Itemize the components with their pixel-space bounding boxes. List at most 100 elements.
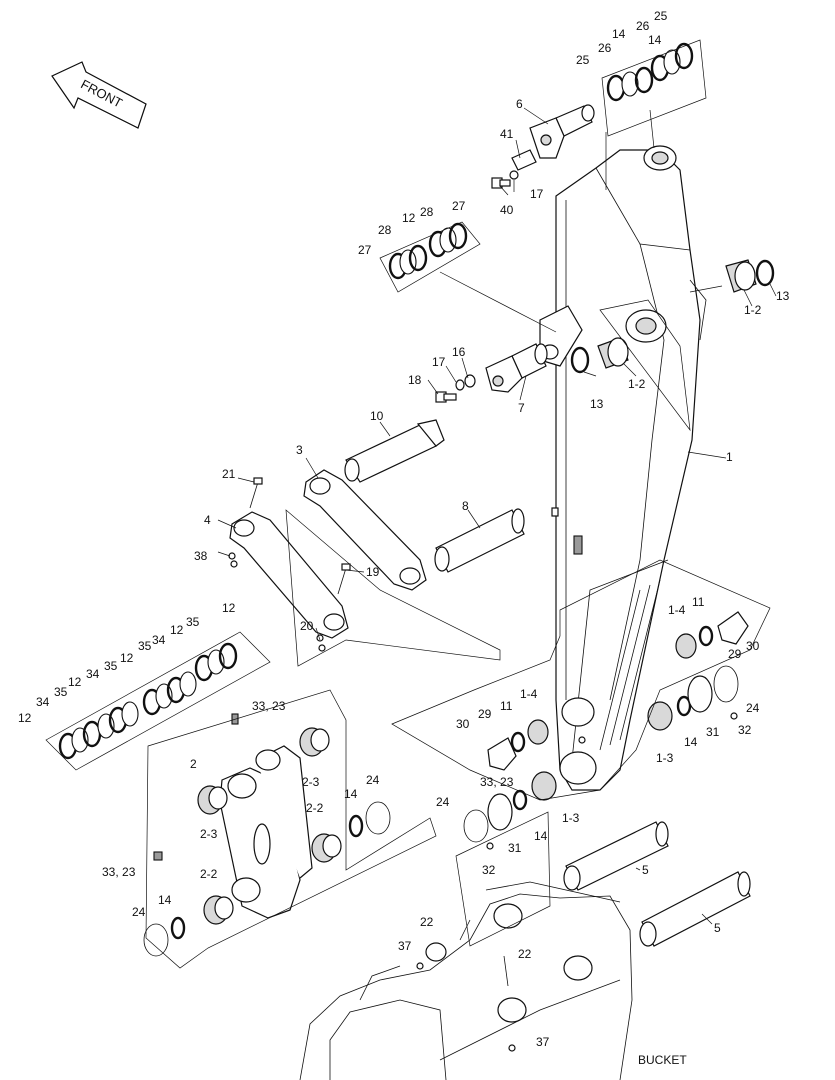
callout-25: 25 [576, 53, 590, 67]
left-side-bushings [463, 719, 586, 850]
callout-22: 22 [518, 947, 532, 961]
callout-14: 14 [158, 893, 172, 907]
callout-12: 12 [68, 675, 82, 689]
callout-28: 28 [420, 205, 434, 219]
callout-1-3: 1-3 [562, 811, 580, 825]
callout-11: 11 [500, 699, 513, 713]
callout-1-4: 1-4 [520, 687, 538, 701]
callout-6: 6 [516, 97, 523, 111]
bolt-40-washer-17 [491, 170, 519, 189]
callout-12: 14 [648, 33, 662, 47]
callout-34: 34 [152, 633, 166, 647]
callout-14: 14 [344, 787, 358, 801]
callout-1: 1 [726, 450, 733, 464]
callout-24: 24 [436, 795, 450, 809]
callout-31: 31 [706, 725, 720, 739]
callout-1-3: 1-3 [656, 751, 674, 765]
callout-11: 11 [692, 595, 705, 609]
callout-8: 8 [462, 499, 469, 513]
bucket: BUCKET [299, 881, 687, 1080]
callout-19: 19 [366, 565, 380, 579]
callout-24: 24 [132, 905, 146, 919]
callout-30: 30 [746, 639, 760, 653]
callout-28: 28 [378, 223, 392, 237]
callout-5: 5 [642, 863, 649, 877]
callout-13: 13 [590, 397, 604, 411]
pin-7 [485, 343, 548, 393]
callout-20: 20 [300, 619, 314, 633]
callout-31: 31 [508, 841, 522, 855]
callout-26: 26 [636, 19, 650, 33]
callout-14: 14 [612, 27, 626, 41]
callout-26: 26 [598, 41, 612, 55]
callout-33-23: 33, 23 [252, 699, 286, 713]
pin-8 [434, 508, 525, 573]
callout-24: 24 [366, 773, 380, 787]
callout-27: 27 [358, 243, 372, 257]
callout-1-2: 1-2 [628, 377, 646, 391]
link-2 [219, 745, 313, 919]
callout-2-2: 2-2 [306, 801, 324, 815]
callout-29: 29 [728, 647, 742, 661]
callout-35: 35 [104, 659, 118, 673]
callout-21: 21 [222, 467, 236, 481]
front-arrow-icon: FRONT [51, 61, 147, 129]
callout-29: 29 [478, 707, 492, 721]
callout-37: 37 [398, 939, 412, 953]
assembly-boxes [45, 39, 771, 969]
bucket-label: BUCKET [638, 1053, 687, 1067]
callout-3: 3 [296, 443, 303, 457]
callout-12: 12 [18, 711, 32, 725]
callout-38: 38 [194, 549, 208, 563]
pin-6 [529, 104, 595, 159]
callout-13: 13 [776, 289, 790, 303]
callout-14: 14 [684, 735, 698, 749]
pin-5-lower [639, 871, 751, 947]
callout-1-2: 1-2 [744, 303, 762, 317]
bushing-1-2-upper [725, 259, 775, 293]
callout-2-3: 2-3 [302, 775, 320, 789]
callout-1-4: 1-4 [668, 603, 686, 617]
callout-32: 32 [482, 863, 496, 877]
bushings-2-2-2-3 [143, 713, 391, 957]
callout-27: 27 [452, 199, 466, 213]
callout-4: 4 [204, 513, 211, 527]
right-side-bushings [647, 611, 749, 731]
callout-35: 35 [186, 615, 200, 629]
ring-set-top-right [606, 42, 694, 102]
ring-set-left-long [58, 642, 238, 760]
callout-24: 24 [746, 701, 760, 715]
callout-7: 7 [518, 401, 525, 415]
callout-22: 22 [420, 915, 434, 929]
callout-12: 12 [222, 601, 236, 615]
pin-10 [344, 419, 445, 483]
link-3 [303, 469, 427, 591]
callout-30: 30 [456, 717, 470, 731]
callout-12: 12 [120, 651, 134, 665]
callout-32: 32 [738, 723, 752, 737]
callout-labels: 1 1-2 1-2 1-3 1-3 1-4 1-4 2 2-2 2-2 2-3 … [18, 9, 790, 1049]
callout-25: 25 [654, 9, 668, 23]
callout-14: 14 [534, 829, 548, 843]
callout-34: 34 [36, 695, 50, 709]
plate-41 [511, 149, 537, 171]
callout-12: 12 [170, 623, 184, 637]
callout-35: 35 [54, 685, 68, 699]
callout-10: 10 [370, 409, 384, 423]
callout-2: 2 [190, 757, 197, 771]
pin-5-upper [563, 821, 669, 891]
callout-5: 5 [714, 921, 721, 935]
bolt-18-washers [435, 374, 476, 403]
callout-18: 18 [408, 373, 422, 387]
bushing-1-2-lower [570, 337, 629, 374]
ring-set-upper-left [388, 222, 468, 280]
callout-17: 17 [432, 355, 446, 369]
callout-12: 12 [402, 211, 416, 225]
callout-37: 37 [536, 1035, 550, 1049]
arm-body [551, 145, 707, 791]
callout-16: 16 [452, 345, 466, 359]
callout-33-23: 33, 23 [102, 865, 136, 879]
leader-lines [217, 107, 777, 925]
